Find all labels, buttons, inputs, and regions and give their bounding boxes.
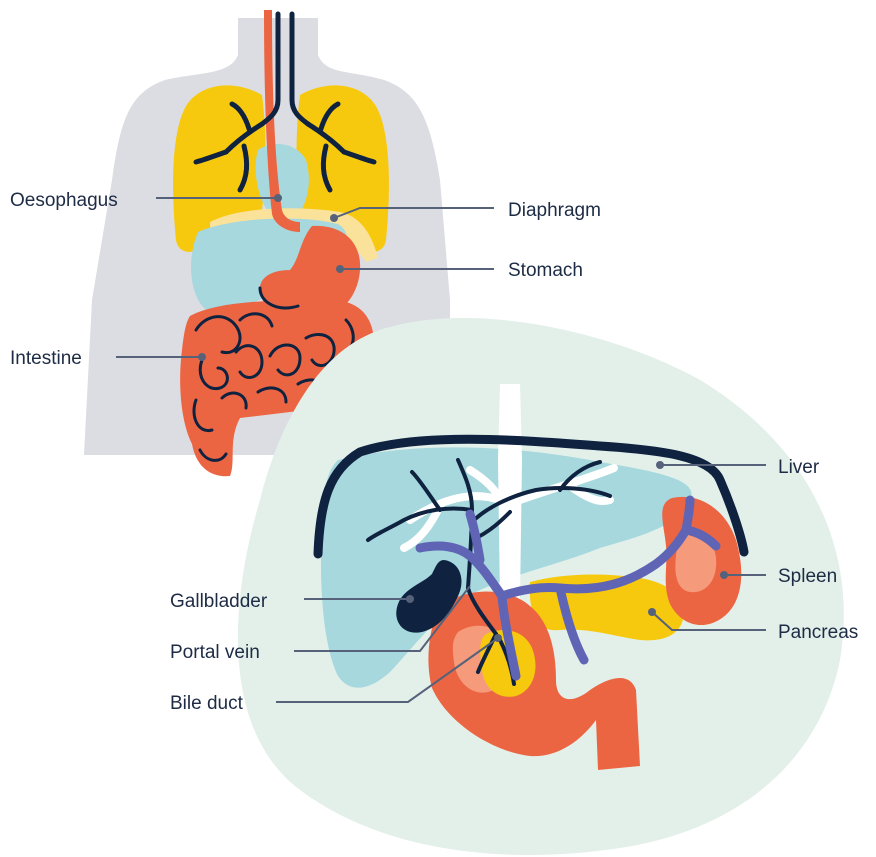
pin-intestine	[198, 353, 206, 361]
label-spleen-text: Spleen	[778, 566, 837, 587]
pin-liver	[656, 461, 664, 469]
pin-bile-duct	[494, 634, 502, 642]
label-oesophagus-text: Oesophagus	[10, 190, 118, 211]
label-bile-duct-text: Bile duct	[170, 693, 244, 714]
vena-cava	[498, 384, 522, 600]
pin-stomach	[336, 265, 344, 273]
pin-gallbladder	[406, 595, 414, 603]
pin-oesophagus	[274, 194, 282, 202]
label-portal-vein-text: Portal vein	[170, 642, 260, 663]
label-pancreas-text: Pancreas	[778, 622, 858, 643]
label-stomach-text: Stomach	[508, 260, 583, 281]
label-intestine-text: Intestine	[10, 348, 82, 369]
label-diaphragm-text: Diaphragm	[508, 200, 601, 221]
label-gallbladder-text: Gallbladder	[170, 591, 268, 612]
heart	[256, 144, 309, 214]
pin-pancreas	[648, 608, 656, 616]
pin-diaphragm	[330, 214, 338, 222]
label-liver-text: Liver	[778, 457, 820, 478]
pin-spleen	[720, 571, 728, 579]
